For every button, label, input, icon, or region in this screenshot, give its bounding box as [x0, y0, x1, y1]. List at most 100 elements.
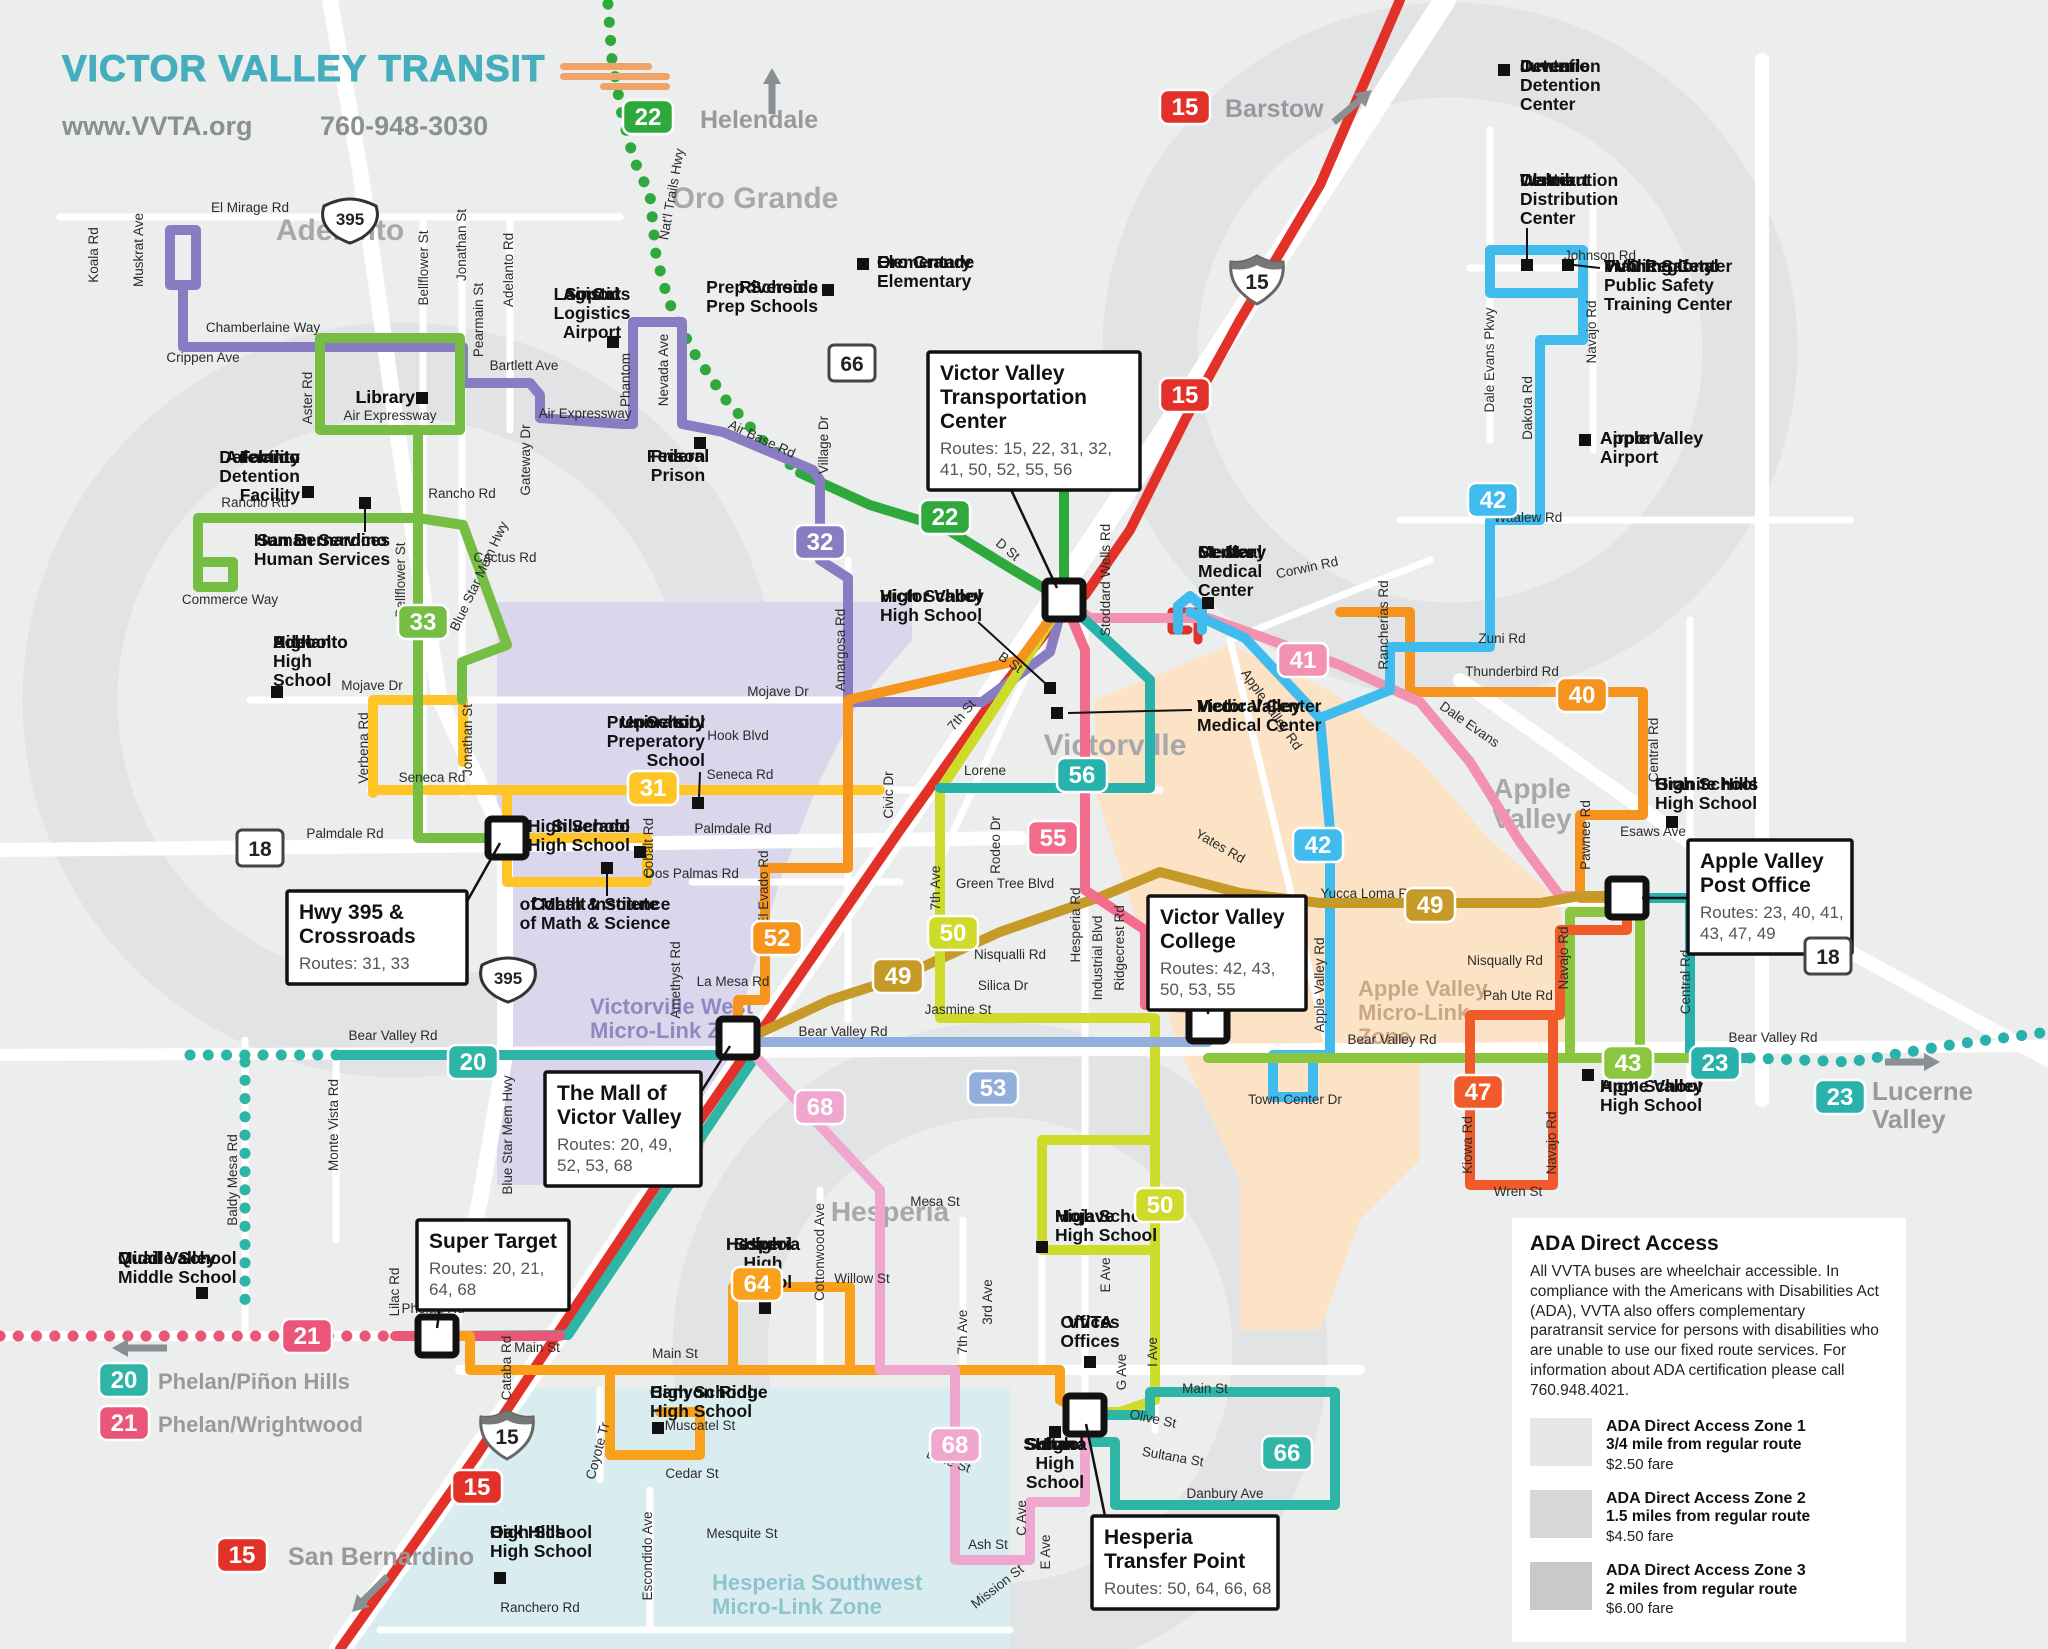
street-label: Amethyst Rd [668, 941, 683, 1018]
landmark-label: Distribution [1520, 189, 1618, 209]
callout-title: Hwy 395 & [299, 901, 404, 924]
callout-title: Apple Valley [1700, 850, 1824, 873]
landmark-label: Medical Center [1197, 715, 1322, 735]
street-label: Bear Valley Rd [798, 1024, 887, 1039]
landmark-square-icon [759, 1302, 771, 1314]
us-shield-icon [321, 197, 379, 245]
interstate-shield-crest [1231, 256, 1283, 270]
landmark-label: Sultana [1023, 1434, 1086, 1454]
landmark-label: Hesperia [726, 1234, 800, 1254]
route-badge-label: 47 [1465, 1079, 1492, 1106]
landmark-leader-line [1573, 264, 1601, 269]
landmark-label: Sultana [1023, 1434, 1086, 1454]
street-label: Phantom [618, 353, 633, 407]
landmark-label: Oak Hills [490, 1522, 565, 1542]
landmark-label: Library [356, 387, 416, 407]
route-shield-icon [235, 828, 285, 868]
callout-box [926, 350, 1142, 492]
callout-routes: Routes: 42, 43, [1160, 959, 1275, 978]
route-68-line [740, 1040, 1090, 1565]
street-label: Cottonwood Ave [812, 1203, 827, 1301]
city-label: Hesperia [831, 1196, 950, 1227]
route-badge-label: 31 [640, 775, 667, 802]
landmark-label: Prison [651, 465, 705, 485]
ada-zone-1-row: ADA Direct Access Zone 1 3/4 mile from r… [1530, 1417, 1888, 1473]
landmark-label: Apple Valley [1600, 428, 1703, 448]
landmark-label: High School [528, 835, 630, 855]
landmark-label: Detention [1520, 56, 1601, 76]
landmark-label: Medical [1198, 542, 1262, 562]
landmark-label: Prep Schools [706, 296, 818, 316]
street-label: La Mesa Rd [697, 974, 770, 989]
landmark-square-icon [692, 797, 704, 809]
route-badge-40 [1555, 676, 1609, 714]
route-badge-55 [1026, 819, 1080, 857]
route-badge-15 [215, 1536, 269, 1574]
street-label: Pearmain St [471, 283, 486, 358]
landmark-label: Riverside [739, 277, 818, 297]
interstate-shield-label: 15 [1245, 271, 1269, 294]
route-badge-49 [1403, 886, 1457, 924]
street-label: Johnson Rd [1564, 248, 1636, 263]
landmark-label: Detention [219, 447, 300, 467]
ada-zone-2-desc: 1.5 miles from regular route [1606, 1508, 1811, 1526]
landmark-label: Airport [1600, 428, 1659, 448]
landmark-square-icon [634, 846, 646, 858]
route-33-rancho-line [193, 425, 423, 592]
landmark-label: High School [490, 1541, 592, 1561]
destination-label: Helendale [700, 106, 818, 134]
destination-label: San Bernardino [288, 1543, 474, 1571]
street-label: Rodeo Dr [988, 816, 1003, 874]
landmark-label: Hesperia [726, 1234, 800, 1254]
route-badge-label: 22 [635, 104, 662, 131]
route-badge-label: 22 [932, 504, 959, 531]
street-label: Main St [652, 1346, 698, 1361]
street-label: Nevada Ave [656, 334, 671, 407]
us-shield-label: 395 [494, 969, 522, 988]
route-badge-label: 20 [460, 1049, 487, 1076]
landmark-label: Offices [1060, 1312, 1120, 1332]
route-badge-label: 32 [807, 529, 834, 556]
route-badge-label: 42 [1305, 832, 1332, 859]
route-badge-label: 21 [111, 1410, 138, 1437]
landmark-label: VVC Regional [1604, 256, 1719, 276]
street-label: Escondido Ave [640, 1511, 655, 1600]
us-shield-label: 395 [336, 210, 364, 229]
landmark-square-icon [1582, 1069, 1594, 1081]
route-33-bluestar-line [413, 513, 512, 705]
landmark-square-icon [1036, 1241, 1048, 1253]
landmark-label: St. Mary [1198, 542, 1266, 562]
street-label: Stoddard Wells Rd [1098, 524, 1113, 636]
landmark-label: High [273, 632, 312, 652]
street-label: Ranchero Rd [500, 1600, 580, 1615]
street [1226, 556, 1434, 644]
landmark-label: High [1036, 1434, 1075, 1454]
route-47-line [1465, 893, 1632, 1190]
callout-box [415, 1218, 571, 1312]
callout-title: Center [940, 410, 1007, 433]
route-56-line [935, 595, 1155, 793]
route-badge-41 [1276, 641, 1330, 679]
street-label: Lilac Rd [387, 1268, 402, 1317]
landmark-label: Center [1520, 208, 1576, 228]
street-label: Bartlett Ave [490, 358, 559, 373]
street-label: El Evado Rd [756, 850, 771, 925]
route-badge-43 [1601, 1044, 1655, 1082]
route-badge-42 [1466, 481, 1520, 519]
street-label: Willow St [834, 1271, 890, 1286]
street-label: Rancherias Rd [1376, 580, 1391, 669]
street-label: Bear Valley Rd [348, 1028, 437, 1043]
landmark-label: Airport [1600, 447, 1659, 467]
landmark-label: Victor Valley [880, 586, 984, 606]
landmark-label: VVTA [1067, 1312, 1113, 1332]
landmark-label: Facility [240, 447, 301, 467]
landmark-label: Granite Hills [1655, 774, 1758, 794]
callout-box [1146, 894, 1308, 1012]
callout-box [1686, 838, 1854, 956]
street-label: Bellflower St [416, 230, 431, 305]
landmark-label: School [734, 1234, 792, 1254]
landmark-label: High School [880, 586, 982, 606]
landmark-label: Preperatory [607, 712, 706, 732]
route-badge-20 [97, 1361, 151, 1399]
